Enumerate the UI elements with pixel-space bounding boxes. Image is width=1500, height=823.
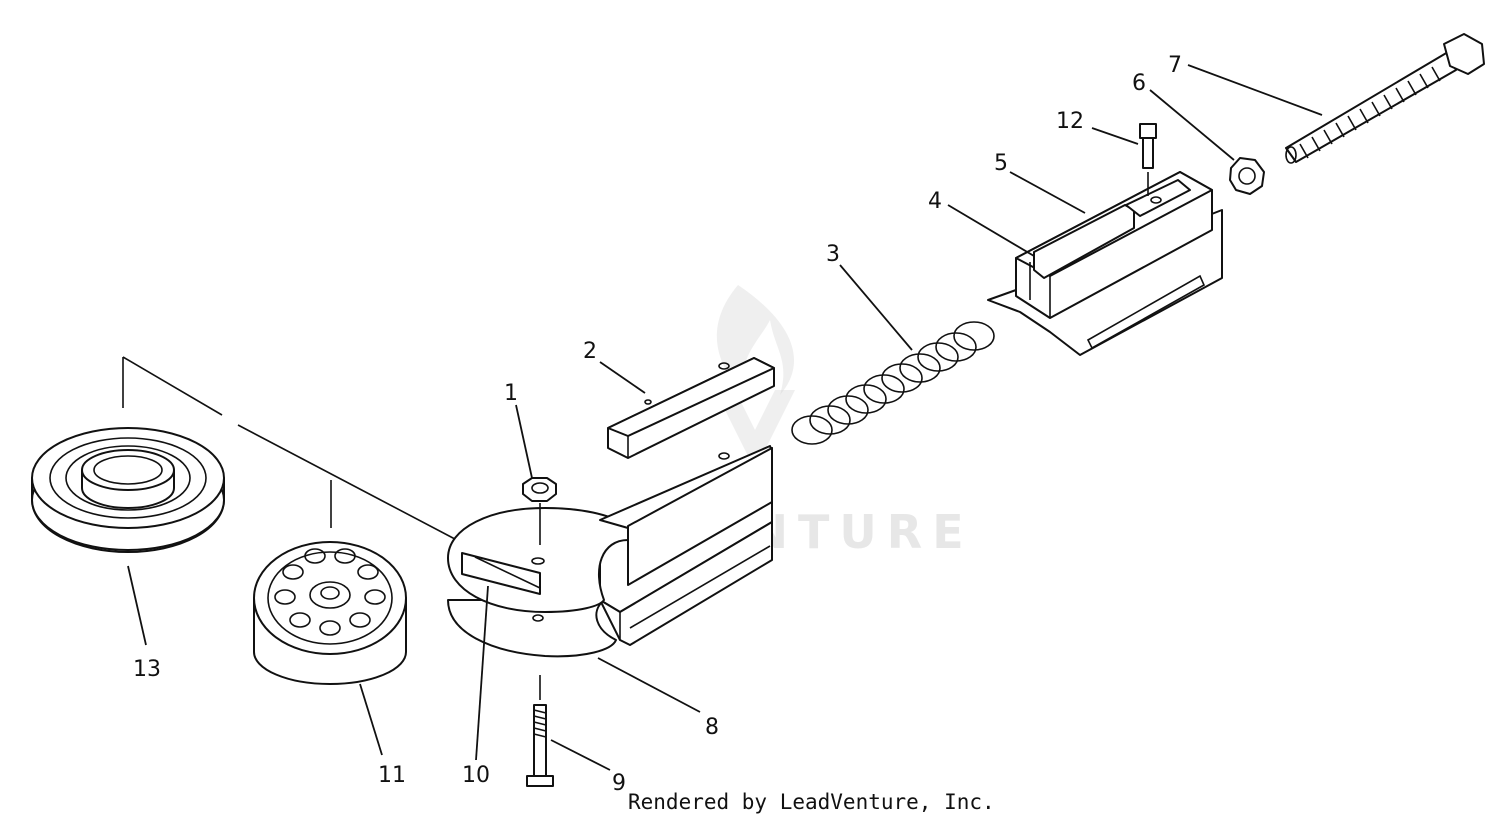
credit-text: Rendered by LeadVenture, Inc. — [628, 790, 995, 814]
part-11-idler-pulley — [253, 541, 407, 685]
callout-3: 3 — [826, 242, 840, 267]
callout-8: 8 — [705, 715, 719, 740]
part-6-hex-nut — [1229, 157, 1265, 195]
part-7-threaded-rod — [1285, 33, 1485, 164]
part-2-channel-bracket — [607, 357, 775, 459]
callout-5: 5 — [994, 151, 1008, 176]
callout-6: 6 — [1132, 71, 1146, 96]
callout-labels: 1 2 3 4 5 6 7 8 9 10 11 12 13 — [133, 53, 1182, 796]
part-8-idler-arm — [447, 445, 773, 658]
callout-10: 10 — [462, 763, 490, 788]
callout-1: 1 — [504, 381, 518, 406]
leader-lines — [127, 64, 1323, 771]
part-1-flange-nut — [522, 477, 557, 545]
centerlines — [122, 356, 473, 549]
part-13-v-pulley — [31, 427, 225, 553]
part-12-small-bolt — [1139, 123, 1157, 196]
part-4-tensioner-housing — [987, 171, 1223, 356]
part-3-spring — [791, 321, 995, 445]
callout-9: 9 — [612, 771, 626, 796]
callout-7: 7 — [1168, 53, 1182, 78]
callout-2: 2 — [583, 339, 597, 364]
callout-13: 13 — [133, 657, 161, 682]
callout-4: 4 — [928, 189, 942, 214]
part-9-bolt — [526, 675, 554, 787]
callout-12: 12 — [1056, 109, 1084, 134]
callout-11: 11 — [378, 763, 406, 788]
